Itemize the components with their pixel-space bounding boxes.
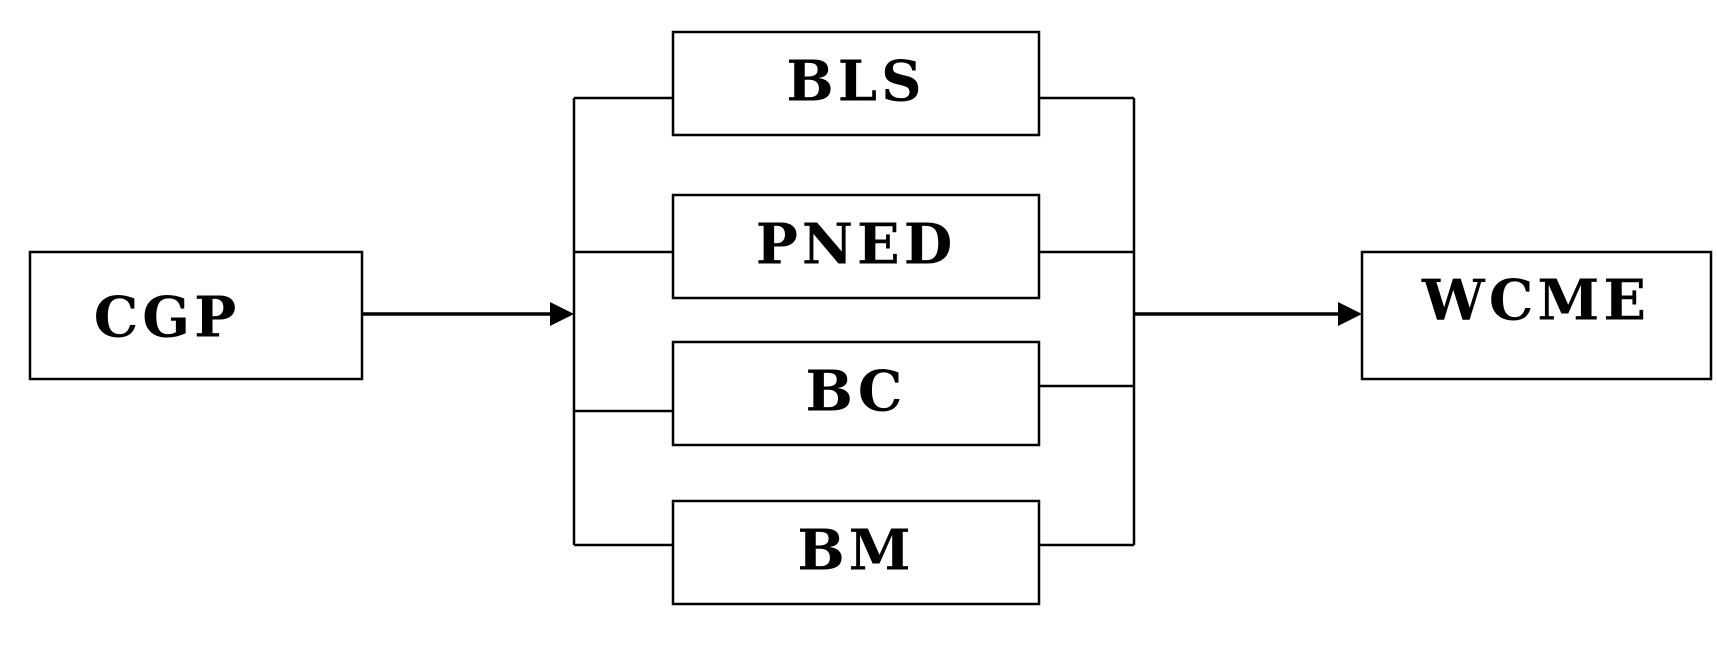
node-bm-label: BM — [797, 518, 914, 584]
node-bc: BC — [671, 340, 1041, 447]
node-bls: BLS — [671, 30, 1041, 137]
arrow-bus-to-wcme — [1134, 302, 1362, 326]
node-cgp-label: CGP — [94, 285, 241, 351]
node-bm-box — [671, 499, 1041, 606]
node-wcme-label: WCME — [1421, 268, 1650, 334]
node-bm: BM — [671, 499, 1041, 606]
node-bls-label: BLS — [786, 49, 925, 115]
arrow-cgp-head-icon — [550, 302, 574, 326]
node-pned: PNED — [671, 193, 1041, 300]
arrow-cgp-to-bus — [362, 302, 574, 326]
node-cgp-box — [28, 250, 364, 381]
node-pned-box — [671, 193, 1041, 300]
node-bc-label: BC — [806, 359, 907, 425]
node-wcme: WCME — [1360, 250, 1713, 381]
arrow-wcme-head-icon — [1338, 302, 1362, 326]
node-pned-label: PNED — [756, 212, 957, 278]
node-bls-box — [671, 30, 1041, 137]
node-bc-box — [671, 340, 1041, 447]
node-wcme-box — [1360, 250, 1713, 381]
node-cgp: CGP — [28, 250, 364, 381]
